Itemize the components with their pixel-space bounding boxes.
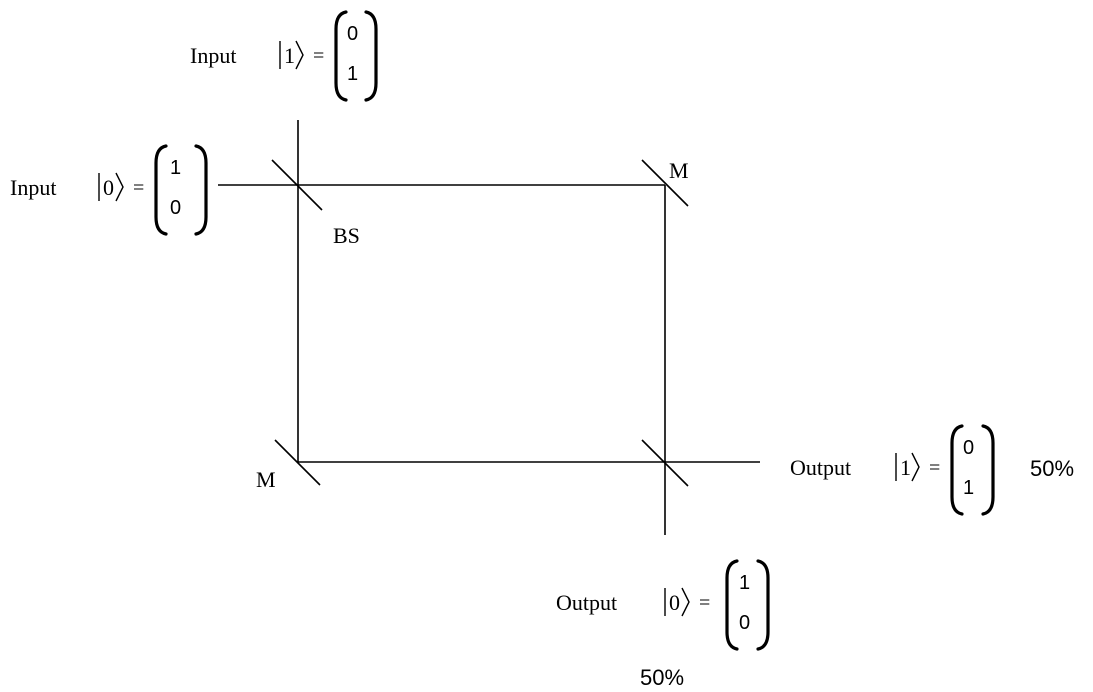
output-bottom-probability: 50% <box>640 665 684 690</box>
equals-sign: = <box>133 177 144 199</box>
mirror-label-top-right: M <box>669 158 689 183</box>
vector-right-paren <box>981 424 995 516</box>
vector-left-paren <box>154 144 168 236</box>
vector-left-paren <box>725 559 739 651</box>
ket-value: 1 <box>900 455 911 480</box>
output-bottom-label: Output <box>556 590 617 615</box>
output-right-label: Output <box>790 455 851 480</box>
vector-entry-top: 1 <box>739 572 750 594</box>
equals-sign: = <box>313 45 324 67</box>
input-top-state: Input 1 = 0 1 <box>190 10 378 102</box>
vector-right-paren <box>194 144 208 236</box>
ket-angle <box>681 587 690 617</box>
vector-entry-bottom: 1 <box>347 63 358 85</box>
vector-right-paren <box>756 559 770 651</box>
mirror-label-bottom-left: M <box>256 467 276 492</box>
equals-sign: = <box>699 592 710 614</box>
vector-entry-top: 0 <box>347 23 358 45</box>
ket-value: 0 <box>103 175 114 200</box>
mirror-bottom-left <box>274 439 321 486</box>
ket-value: 1 <box>284 43 295 68</box>
bs-label: BS <box>333 223 360 248</box>
vector-entry-top: 0 <box>963 437 974 459</box>
vector-right-paren <box>364 10 378 102</box>
output-bottom-state: Output 0 = 1 0 50% <box>556 559 770 690</box>
vector-entry-bottom: 0 <box>739 612 750 634</box>
vector-entry-bottom: 0 <box>170 197 181 219</box>
vector-entry-top: 1 <box>170 157 181 179</box>
vector-entry-bottom: 1 <box>963 477 974 499</box>
output-right-state: Output 1 = 0 1 50% <box>790 424 1074 516</box>
input-top-label: Input <box>190 43 236 68</box>
ket-angle <box>295 40 304 70</box>
output-right-probability: 50% <box>1030 456 1074 481</box>
ket-angle <box>115 172 124 202</box>
vector-left-paren <box>334 10 348 102</box>
mirror-top-right <box>641 159 689 207</box>
vector-left-paren <box>950 424 964 516</box>
ket-angle <box>911 452 920 482</box>
beam-splitter <box>271 159 323 211</box>
equals-sign: = <box>929 457 940 479</box>
input-left-label: Input <box>10 175 56 200</box>
input-left-state: Input 0 = 1 0 <box>10 144 208 236</box>
beam-splitter-output <box>641 439 689 487</box>
ket-value: 0 <box>669 590 680 615</box>
